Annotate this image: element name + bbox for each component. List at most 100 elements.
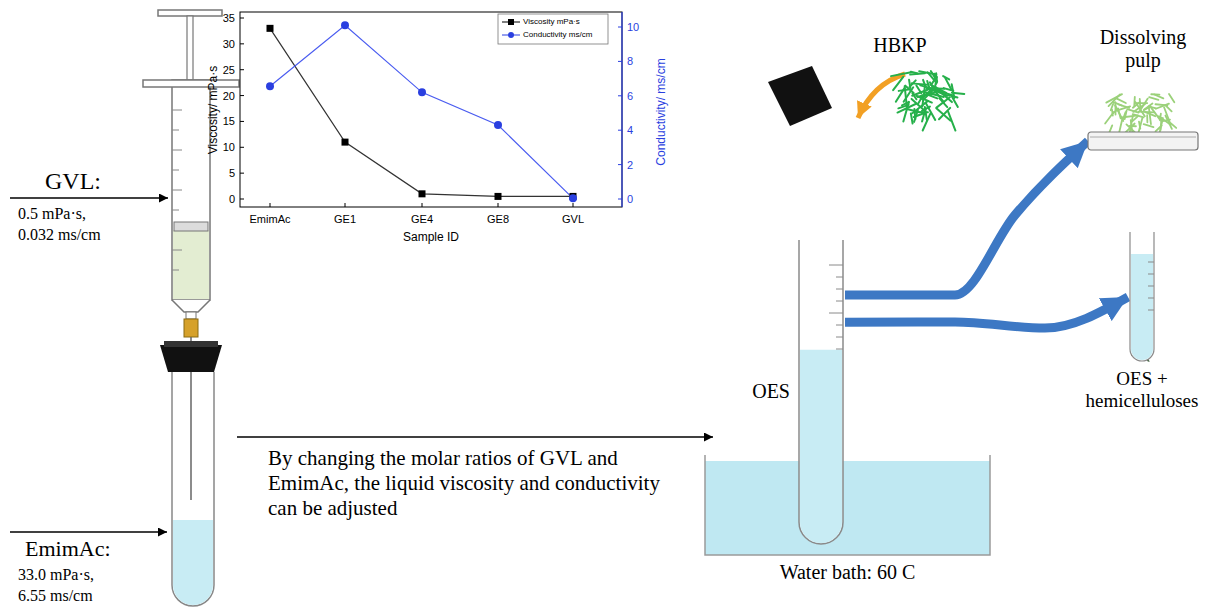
- tick-label: 10: [627, 21, 639, 33]
- tick-mark: [345, 203, 346, 207]
- tick-label: 8: [627, 55, 633, 67]
- component-name: EmimAc:: [25, 537, 111, 561]
- description-text: By changing the molar ratios of GVL and …: [268, 446, 688, 522]
- component-name: GVL:: [45, 168, 101, 194]
- legend-text: Viscosity mPa·s: [523, 18, 580, 27]
- tick-label: 6: [627, 90, 633, 102]
- tick-mark: [618, 130, 622, 131]
- pointer-arrow: [10, 531, 167, 533]
- property-value: 0.5 mPa·s,: [18, 205, 86, 223]
- tick-label: 2: [627, 159, 633, 171]
- process-arrow: [845, 297, 1128, 328]
- process-arrow: [845, 141, 1088, 295]
- label-anchor: 35: [223, 12, 235, 24]
- data-point: [341, 21, 349, 29]
- legend-anchor: Viscosity mPa·s: [523, 18, 580, 27]
- process-arrow: [237, 436, 713, 438]
- data-point: [495, 193, 502, 200]
- label-anchor: 30: [223, 38, 235, 50]
- tick-mark: [618, 61, 622, 62]
- node-label: Dissolving pulp: [1083, 26, 1203, 72]
- legend-sample: [502, 19, 520, 25]
- tick-label: 25: [223, 64, 235, 76]
- label-anchor: 0.032 ms/cm: [18, 226, 101, 244]
- node-label: Water bath: 60 C: [705, 561, 990, 584]
- label-anchor: 15: [223, 115, 235, 127]
- tick-mark: [270, 203, 271, 207]
- label-anchor: 10: [223, 141, 235, 153]
- tick-mark: [498, 203, 499, 207]
- line-chart: [240, 12, 622, 207]
- label-anchor: Sample ID: [403, 231, 459, 244]
- legend-sample: [502, 32, 520, 38]
- shape-outline: [1088, 132, 1198, 150]
- tick-label: 30: [223, 38, 235, 50]
- label-anchor: GE4: [411, 213, 433, 225]
- tick-mark: [422, 203, 423, 207]
- tick-label: 10: [223, 141, 235, 153]
- property-value: 6.55 ms/cm: [18, 587, 93, 605]
- tick-mark: [618, 199, 622, 200]
- label-anchor: 20: [223, 90, 235, 102]
- data-point: [342, 139, 349, 146]
- label-anchor: Viscosity/ mPa·s: [207, 66, 220, 154]
- label-anchor: 33.0 mPa·s,: [18, 566, 94, 584]
- shape-outline: [797, 240, 845, 545]
- tick-label: 35: [223, 12, 235, 24]
- plot-frame: [240, 12, 622, 207]
- tick-label: 5: [229, 167, 235, 179]
- label-anchor: Conductivity/ ms/cm: [655, 58, 668, 165]
- axis-title: Sample ID: [403, 231, 459, 244]
- tick-mark: [618, 27, 622, 28]
- label-anchor: GE8: [487, 213, 509, 225]
- data-point: [419, 190, 426, 197]
- petri-dish: Dissolving pulp: [1088, 132, 1198, 150]
- test-tube: [160, 341, 222, 606]
- label-anchor: 6: [627, 90, 633, 102]
- tick-label: 15: [223, 115, 235, 127]
- weighing-boat: [768, 66, 832, 126]
- label-anchor: 5: [229, 167, 235, 179]
- legend-text: Conductivity ms/cm: [523, 31, 592, 40]
- tick-mark: [618, 95, 622, 96]
- label-anchor: EmimAc:: [25, 537, 111, 561]
- label-anchor: GE1: [334, 213, 356, 225]
- category-label: GE4: [411, 213, 433, 225]
- tick-mark: [240, 121, 244, 122]
- tick-mark: [618, 164, 622, 165]
- data-point: [569, 194, 577, 202]
- tick-mark: [240, 43, 244, 44]
- data-point: [267, 25, 274, 32]
- tick-label: 0: [627, 193, 633, 205]
- category-label: GVL: [562, 213, 584, 225]
- tick-mark: [240, 147, 244, 148]
- axis-title: Conductivity/ ms/cm: [655, 58, 668, 165]
- label-anchor: 25: [223, 64, 235, 76]
- data-point: [418, 88, 426, 96]
- material-label: HBKP: [873, 34, 926, 56]
- legend-anchor: Conductivity ms/cm: [523, 31, 592, 40]
- viscosity-line: [270, 28, 573, 196]
- tick-label: 0: [229, 193, 235, 205]
- tick-mark: [240, 69, 244, 70]
- shape-outline: [705, 455, 990, 555]
- tick-mark: [240, 18, 244, 19]
- label-anchor: 6.55 ms/cm: [18, 587, 93, 605]
- category-label: GE1: [334, 213, 356, 225]
- conductivity-line: [270, 25, 573, 198]
- label-anchor: EmimAc: [250, 213, 291, 225]
- tick-label: 4: [627, 124, 633, 136]
- legend-box: [498, 14, 608, 44]
- label-anchor: 0: [627, 193, 633, 205]
- label-anchor: 4: [627, 124, 633, 136]
- tick-mark: [240, 95, 244, 96]
- tick-mark: [240, 173, 244, 174]
- label-anchor: 0: [229, 193, 235, 205]
- shape-outline: [1128, 232, 1156, 362]
- category-label: GE8: [487, 213, 509, 225]
- label-anchor: GVL:: [45, 168, 101, 194]
- label-anchor: GVL: [562, 213, 584, 225]
